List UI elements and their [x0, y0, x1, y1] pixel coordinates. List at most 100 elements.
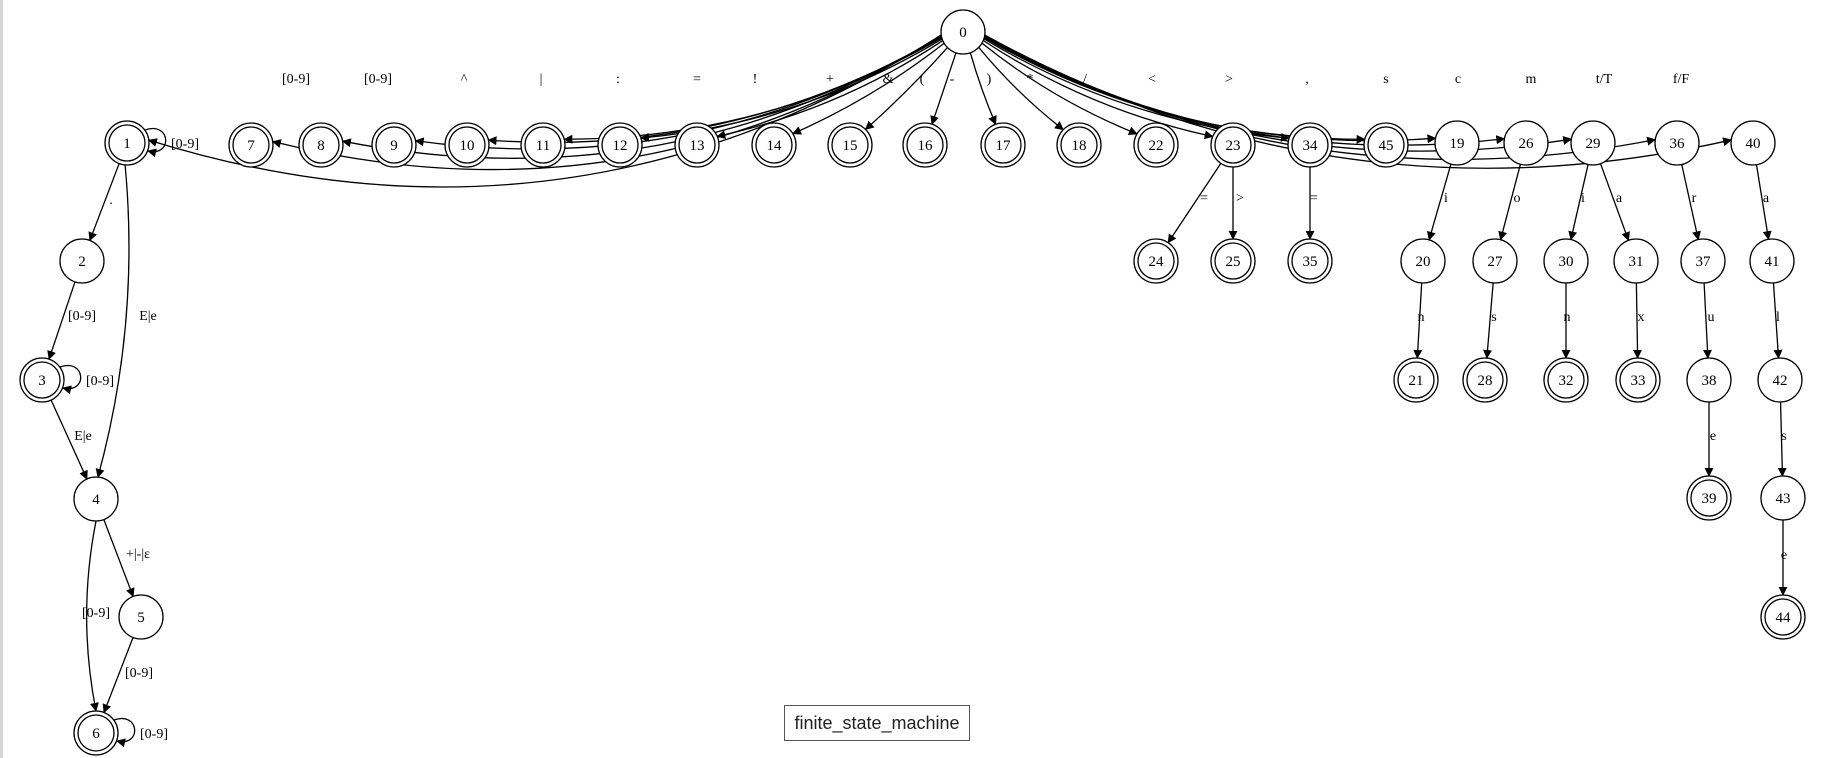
- state-label: 38: [1702, 373, 1717, 389]
- transition-20-21: n: [1413, 282, 1425, 359]
- state-circle: [1615, 357, 1661, 403]
- transition-29-30: i: [1568, 164, 1589, 241]
- transition-label-27-28: s: [1491, 310, 1496, 325]
- self-loop-6: [113, 717, 136, 748]
- state-label: 17: [996, 138, 1012, 154]
- state-4: 4: [73, 476, 119, 522]
- transition-30-32: n: [1561, 282, 1571, 359]
- state-label: 26: [1519, 136, 1535, 152]
- transition-label-42-43: s: [1781, 429, 1786, 444]
- state-label: 9: [390, 138, 398, 154]
- transition-0-15: (: [864, 47, 948, 131]
- state-circle: [1680, 238, 1726, 284]
- transition-arrow-0-23: [982, 39, 1214, 140]
- state-22: 22: [1133, 122, 1179, 168]
- transition-label-0-16: -: [950, 72, 955, 87]
- transition-label-1-1: [0-9]: [171, 137, 199, 152]
- state-label: 22: [1149, 138, 1164, 154]
- transition-label-31-33: x: [1638, 310, 1645, 325]
- state-circle: [751, 122, 797, 168]
- state-circle: [59, 238, 105, 284]
- transition-23-24: =: [1167, 162, 1222, 244]
- accepting-ring: [375, 126, 413, 164]
- state-43: 43: [1760, 475, 1806, 521]
- state-label: 11: [536, 138, 550, 154]
- state-label: 8: [317, 138, 325, 154]
- state-label: 28: [1478, 373, 1493, 389]
- state-circle: [1654, 120, 1700, 166]
- transition-arrow-0-22: [981, 42, 1138, 136]
- state-label: 15: [843, 138, 858, 154]
- transition-29-31: a: [1599, 163, 1630, 242]
- transition-label-0-17: ): [987, 72, 992, 87]
- state-label: 30: [1559, 254, 1574, 270]
- state-label: 19: [1450, 136, 1465, 152]
- state-label: 2: [78, 254, 86, 270]
- transition-26-27: o: [1498, 164, 1522, 241]
- state-label: 42: [1773, 373, 1788, 389]
- accepting-ring: [831, 126, 869, 164]
- transition-label-34-35: =: [1310, 191, 1318, 206]
- transition-label-4-6: [0-9]: [82, 606, 110, 621]
- transition-1-4: E|e: [95, 164, 157, 478]
- transition-arrow-0-40: [984, 34, 1733, 169]
- transition-label-0-23: <: [1148, 72, 1156, 87]
- accepting-ring: [1137, 242, 1175, 280]
- transition-arrow-0-16: [930, 52, 957, 126]
- transition-2-3: [0-9]: [47, 281, 96, 361]
- transition-arrow-5-6: [102, 637, 134, 714]
- transition-label-1-4: E|e: [139, 309, 157, 324]
- transition-arrow-37-38: [1702, 282, 1712, 359]
- transition-0-17: ): [969, 52, 997, 126]
- state-circle: [228, 122, 274, 168]
- state-30: 30: [1543, 238, 1589, 284]
- transition-arrow-41-42: [1772, 282, 1783, 359]
- state-label: 14: [767, 138, 783, 154]
- accepting-ring: [1214, 126, 1252, 164]
- state-label: 34: [1303, 138, 1319, 154]
- state-16: 16: [902, 122, 948, 168]
- state-circle: [298, 122, 344, 168]
- state-circle: [1757, 357, 1803, 403]
- transition-label-29-30: i: [1581, 191, 1585, 206]
- transition-label-0-18: *: [1027, 72, 1034, 87]
- state-circle: [1210, 122, 1256, 168]
- accepting-ring: [524, 126, 562, 164]
- transition-label-2-3: [0-9]: [68, 309, 96, 324]
- state-label: 16: [918, 138, 934, 154]
- state-circle: [118, 594, 164, 640]
- accepting-ring: [1291, 126, 1329, 164]
- transition-label-0-22: /: [1083, 72, 1087, 87]
- left-window-border: [0, 0, 3, 758]
- state-circle: [980, 122, 1026, 168]
- state-label: 37: [1696, 254, 1712, 270]
- state-circle: [1760, 475, 1806, 521]
- accepting-ring: [1466, 361, 1504, 399]
- transition-label-0-7: [0-9]: [364, 72, 392, 87]
- state-label: 7: [247, 138, 255, 154]
- state-10: 10: [444, 122, 490, 168]
- state-label: 24: [1149, 254, 1165, 270]
- transition-37-38: u: [1702, 282, 1715, 359]
- state-37: 37: [1680, 238, 1726, 284]
- state-1: 1: [104, 120, 150, 166]
- transition-label-0-29: m: [1526, 72, 1537, 87]
- accepting-ring: [1690, 479, 1728, 517]
- state-32: 32: [1543, 357, 1589, 403]
- state-circle: [1462, 357, 1508, 403]
- state-circle: [1472, 238, 1518, 284]
- state-circle: [1686, 357, 1732, 403]
- accepting-ring: [108, 124, 146, 162]
- accepting-ring: [601, 126, 639, 164]
- transition-0-40: f/F: [984, 34, 1733, 169]
- transition-3-4: E|e: [50, 399, 92, 480]
- state-0: 0: [940, 9, 986, 55]
- transition-1-1: [0-9]: [144, 127, 199, 158]
- transition-arrow-36-37: [1681, 164, 1701, 241]
- transition-label-0-19: s: [1383, 72, 1388, 87]
- state-33: 33: [1615, 357, 1661, 403]
- state-label: 27: [1488, 254, 1504, 270]
- state-label: 0: [959, 25, 967, 41]
- state-label: 29: [1586, 136, 1601, 152]
